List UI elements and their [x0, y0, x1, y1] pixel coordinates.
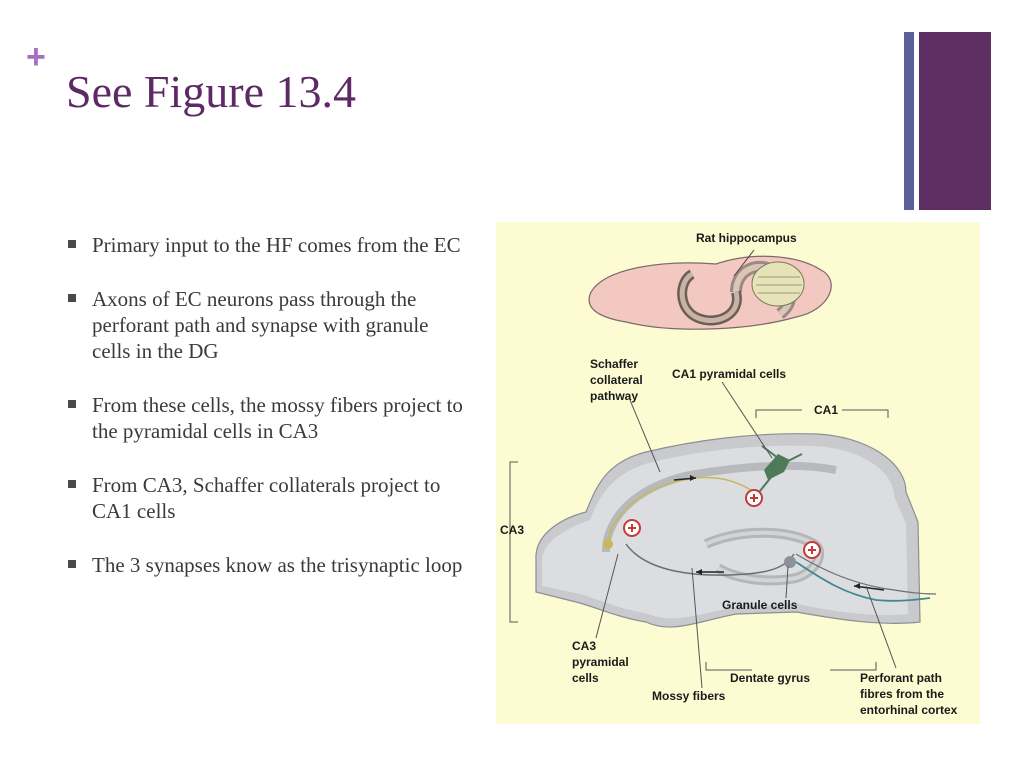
- label-ca3: CA3: [500, 523, 524, 537]
- bullet-item: From these cells, the mossy fibers proje…: [66, 392, 466, 444]
- bullet-item: Primary input to the HF comes from the E…: [66, 232, 466, 258]
- hippocampus-figure: Rat hippocampus Schaffer collateral path…: [496, 222, 980, 724]
- label-perforant-path: Perforant path: [860, 671, 942, 685]
- bullet-item: The 3 synapses know as the trisynaptic l…: [66, 552, 466, 578]
- bracket-lines: [509, 409, 889, 671]
- cells-and-synapses: [603, 445, 821, 568]
- rat-brain-illustration: [588, 249, 832, 330]
- label-ca1: CA1: [814, 403, 838, 417]
- label-perforant-path: entorhinal cortex: [860, 703, 958, 717]
- label-schaffer: collateral: [590, 373, 643, 387]
- label-rat-hippocampus: Rat hippocampus: [696, 231, 797, 245]
- label-mossy-fibers: Mossy fibers: [652, 689, 726, 703]
- accent-bar-thick: [919, 32, 991, 210]
- slide-title: See Figure 13.4: [66, 66, 357, 117]
- bullet-square-icon: [68, 560, 76, 568]
- hippocampus-diagram: Rat hippocampus Schaffer collateral path…: [500, 231, 958, 717]
- synapse-plus-icon: [745, 489, 763, 507]
- label-ca3-pyramidal: cells: [572, 671, 599, 685]
- bullet-item: From CA3, Schaffer collaterals project t…: [66, 472, 466, 524]
- synapse-plus-icon: [623, 519, 641, 537]
- label-schaffer: Schaffer: [590, 357, 638, 371]
- bullet-text: Primary input to the HF comes from the E…: [92, 233, 461, 257]
- synapse-plus-icon: [803, 541, 821, 559]
- label-schaffer: pathway: [590, 389, 638, 403]
- bullet-square-icon: [68, 240, 76, 248]
- bullet-text: The 3 synapses know as the trisynaptic l…: [92, 553, 463, 577]
- bullet-text: Axons of EC neurons pass through the per…: [92, 287, 429, 363]
- label-dentate-gyrus: Dentate gyrus: [730, 671, 810, 685]
- label-ca3-pyramidal: pyramidal: [572, 655, 629, 669]
- label-granule-cells: Granule cells: [722, 598, 798, 612]
- bullet-text: From these cells, the mossy fibers proje…: [92, 393, 463, 443]
- accent-bar-thin: [904, 32, 914, 210]
- label-ca3-pyramidal: CA3: [572, 639, 596, 653]
- neural-pathways: [607, 475, 937, 602]
- label-ca1-pyramidal: CA1 pyramidal cells: [672, 367, 786, 381]
- bullet-list: Primary input to the HF comes from the E…: [66, 232, 466, 606]
- bullet-square-icon: [68, 294, 76, 302]
- bullet-item: Axons of EC neurons pass through the per…: [66, 286, 466, 364]
- leader-lines: [595, 381, 897, 689]
- label-perforant-path: fibres from the: [860, 687, 944, 701]
- plus-symbol: +: [26, 38, 46, 76]
- bullet-square-icon: [68, 400, 76, 408]
- bullet-square-icon: [68, 480, 76, 488]
- bullet-text: From CA3, Schaffer collaterals project t…: [92, 473, 441, 523]
